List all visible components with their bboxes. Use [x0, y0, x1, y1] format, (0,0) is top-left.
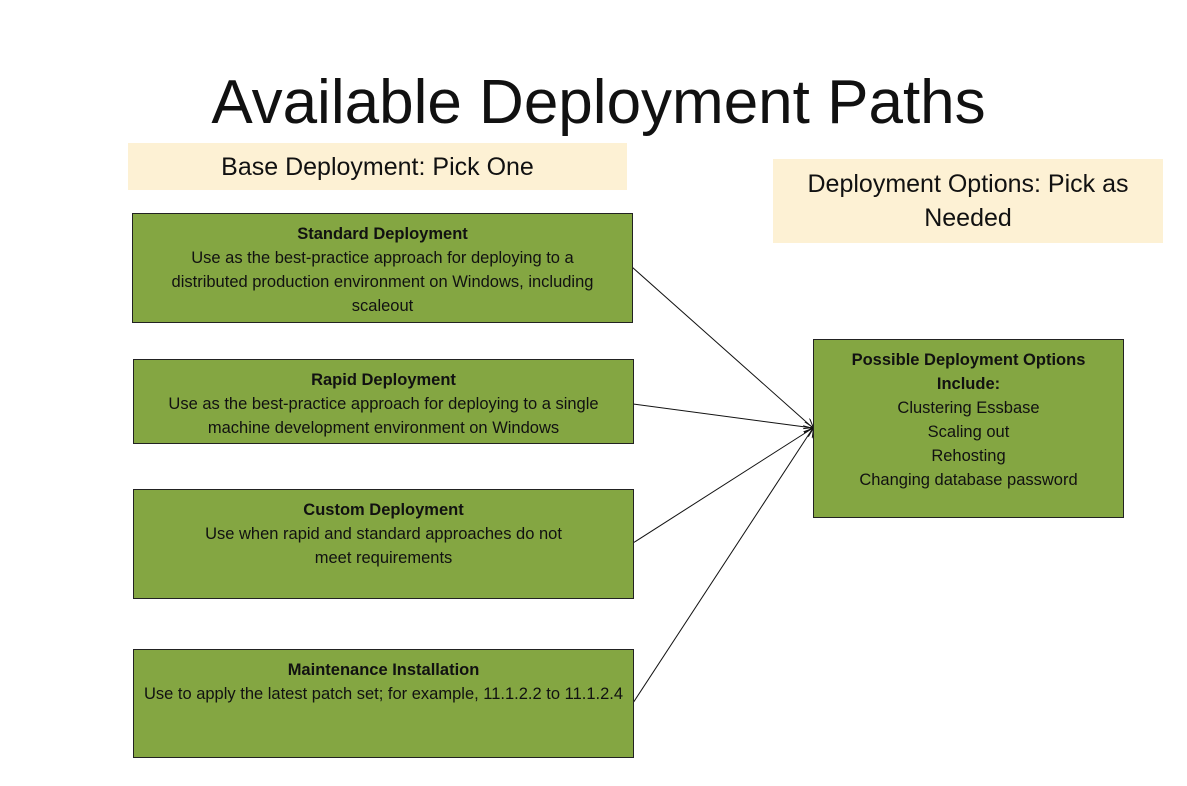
arrow-rapid [632, 403, 813, 428]
slide-title: Available Deployment Paths [211, 68, 986, 137]
box-description: Use as the best-practice approach for de… [168, 395, 599, 437]
box-title: Maintenance Installation [287, 661, 480, 679]
base-deployment-header: Base Deployment: Pick One [128, 143, 627, 190]
deployment-options-header: Deployment Options: Pick as Needed [773, 159, 1163, 243]
standard-deployment-box: Standard Deployment Use as the best-prac… [132, 213, 633, 323]
box-description: Use as the best-practice approach for de… [171, 249, 594, 315]
box-description: Use to apply the latest patch set; for e… [143, 685, 624, 703]
option-item: Clustering Essbase [897, 399, 1040, 417]
arrow-maintenance [632, 428, 813, 704]
rapid-deployment-box: Rapid Deployment Use as the best-practic… [133, 359, 634, 444]
arrow-standard [631, 266, 813, 428]
option-item: Scaling out [927, 423, 1010, 441]
deployment-options-box: Possible Deployment Options Include: Clu… [813, 339, 1124, 518]
box-title: Rapid Deployment [311, 371, 456, 389]
box-description: Use when rapid and standard approaches d… [205, 525, 562, 567]
box-title: Custom Deployment [303, 501, 464, 519]
arrow-custom [632, 428, 813, 544]
custom-deployment-box: Custom Deployment Use when rapid and sta… [133, 489, 634, 599]
maintenance-installation-box: Maintenance Installation Use to apply th… [133, 649, 634, 758]
box-title: Standard Deployment [297, 225, 468, 243]
option-item: Rehosting [931, 447, 1006, 465]
options-title: Possible Deployment Options Include: [851, 351, 1086, 393]
option-item: Changing database password [859, 471, 1078, 489]
